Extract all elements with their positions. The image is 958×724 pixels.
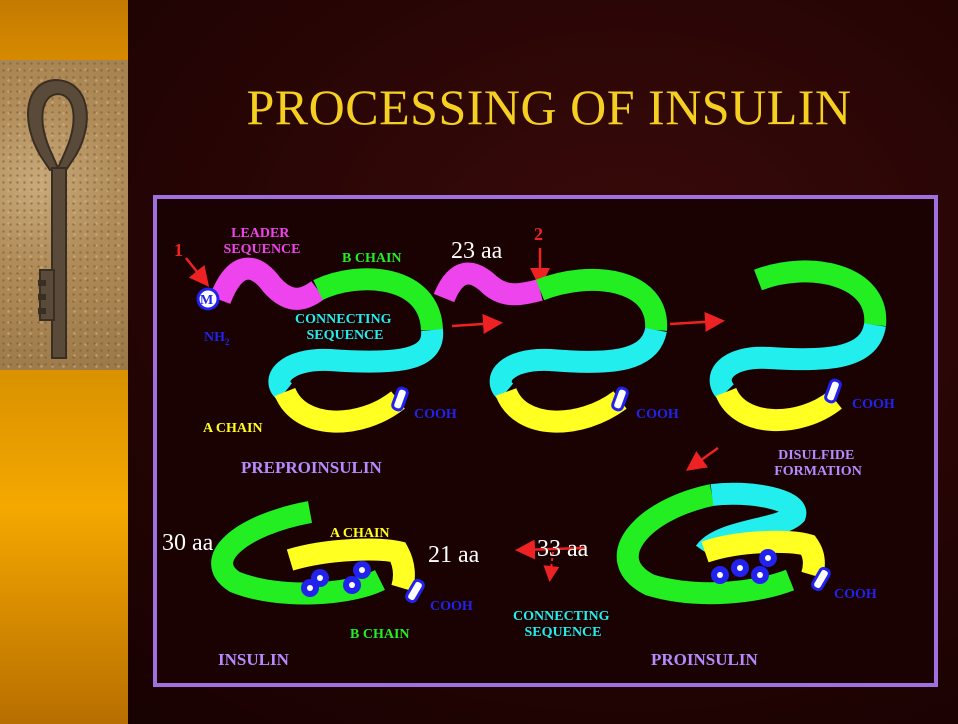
stage-name-insulin: INSULIN — [218, 650, 290, 669]
leader-sequence-label: LEADER SEQUENCE — [223, 226, 300, 257]
leader-segment — [220, 269, 318, 300]
cooh-label-5: COOH — [430, 599, 473, 614]
cooh-label-2: COOH — [636, 407, 679, 422]
b-chain-label-bottom: B CHAIN — [350, 627, 410, 642]
b-chain-label-top: B CHAIN — [342, 251, 402, 266]
cooh-label-3: COOH — [852, 397, 895, 412]
a-chain-length-label: 21 aa — [428, 542, 480, 568]
proinsulin-molecule — [628, 494, 831, 593]
preproinsulin-molecule — [198, 269, 432, 422]
cooh-label-4: COOH — [834, 587, 877, 602]
stage-name-preproinsulin: PREPROINSULIN — [241, 458, 382, 477]
b-chain-length-label: 30 aa — [162, 530, 214, 556]
connecting-sequence-label-bottom: CONNECTING SEQUENCE — [513, 609, 613, 640]
leader-length-label: 23 aa — [451, 238, 503, 264]
step-2-label: 2 — [534, 224, 543, 244]
arrow-stage1-to-stage2 — [452, 323, 498, 326]
step-1-label: 1 — [174, 240, 183, 260]
step-1-arrow — [186, 258, 206, 283]
stage-name-proinsulin: PROINSULIN — [651, 650, 758, 669]
methionine-label: M — [200, 293, 213, 308]
disulfide-formation-label: DISULFIDE FORMATION — [774, 448, 862, 479]
connecting-length-label: 33 aa — [537, 536, 589, 562]
connecting-sequence-label-top: CONNECTING SEQUENCE — [295, 312, 395, 343]
cooh-label-1: COOH — [414, 407, 457, 422]
a-chain-label-bottom: A CHAIN — [330, 526, 390, 541]
cooh-end-marker — [392, 387, 409, 411]
amino-terminus-label: NH2 — [204, 330, 230, 347]
key-icon — [28, 80, 87, 358]
cleaved-leader — [444, 274, 540, 298]
arrow-disulfide — [690, 448, 718, 468]
key-photo — [0, 60, 128, 370]
insulin-molecule — [222, 512, 425, 603]
arrow-stage2-to-stage3 — [670, 321, 720, 324]
a-chain-segment — [285, 392, 398, 422]
a-chain-label-top: A CHAIN — [203, 421, 263, 436]
